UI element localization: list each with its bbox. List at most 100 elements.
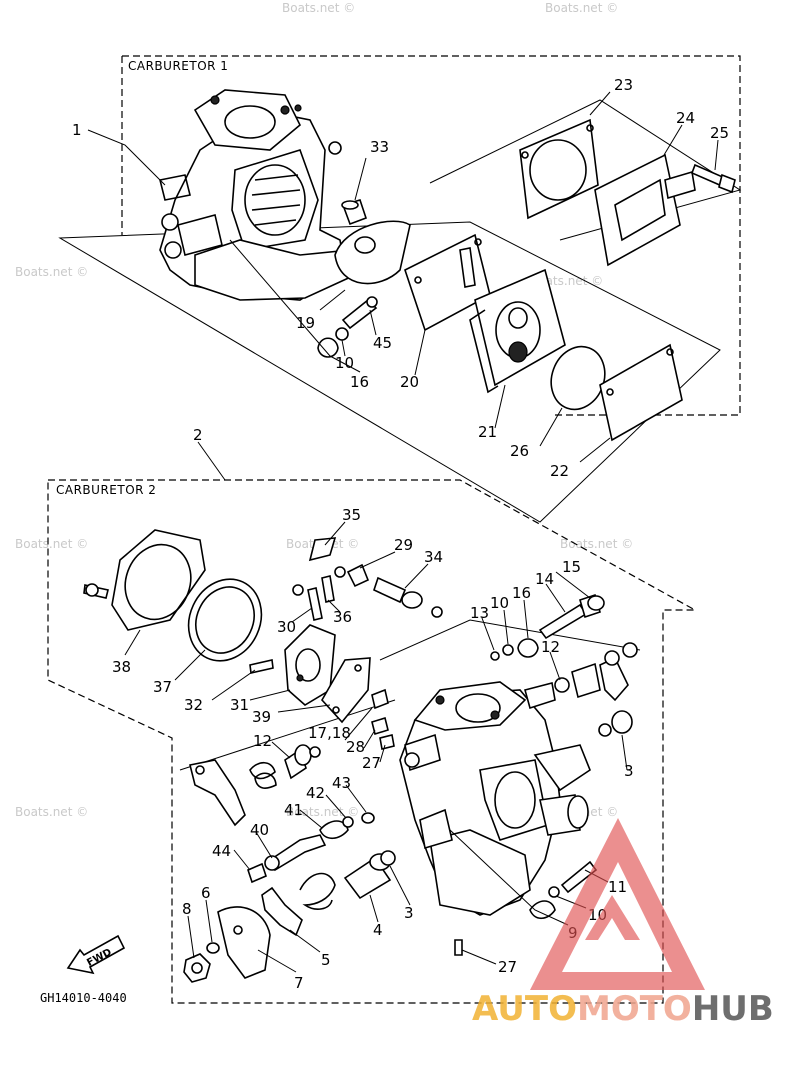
callout-10: 10 [490, 594, 509, 612]
callout-16: 16 [350, 373, 369, 391]
part-40-shaft [264, 834, 327, 872]
callout-39: 39 [252, 708, 271, 726]
part-13-ring [490, 651, 500, 661]
callout-33: 33 [370, 138, 389, 156]
carburetor-2-outline [47, 479, 696, 1004]
part-41-spring [319, 820, 349, 840]
exploded-plane-lower [58, 221, 721, 523]
part-21-pump-body [469, 268, 566, 394]
part-6-washer [206, 942, 220, 954]
brand-logo: AUTOMOTOHUB [472, 818, 774, 1029]
callout-31: 31 [230, 696, 249, 714]
part-12-collar [284, 744, 321, 780]
part-42-washer [342, 816, 354, 828]
part-10-washer [502, 644, 514, 656]
linkage-right [554, 642, 638, 702]
part-35-lever [308, 537, 337, 562]
part-7-plate [217, 906, 271, 979]
callout-12: 12 [541, 638, 560, 656]
callout-41: 41 [284, 801, 303, 819]
carburetor-1-title: CARBURETOR 1 [128, 59, 228, 73]
callout-4: 4 [373, 921, 383, 939]
callout-2: 2 [193, 426, 203, 444]
part-37-diaphragm [187, 578, 263, 662]
part-10-washer-right [548, 886, 560, 898]
callout-24: 24 [676, 109, 695, 127]
part-36-pin [321, 575, 335, 603]
callout-10: 10 [335, 354, 354, 372]
part-38-cover [83, 529, 206, 631]
brand-wordmark: AUTOMOTOHUB [472, 989, 774, 1029]
carburetor-2-group: CARBURETOR 2 2 [47, 426, 696, 1004]
callout-6: 6 [201, 884, 211, 902]
part-43-ring [361, 812, 375, 824]
callout-8: 8 [182, 900, 192, 918]
callout-25: 25 [710, 124, 729, 142]
callout-21: 21 [478, 423, 497, 441]
carburetor-1-body [159, 89, 356, 301]
callout-38: 38 [112, 658, 131, 676]
callout-42: 42 [306, 784, 325, 802]
part-16-spring [317, 337, 339, 358]
part-3-ring [380, 850, 396, 866]
part-3-bush [598, 710, 633, 737]
part-19-diaphragm [334, 220, 411, 285]
part-27-screw-lower [454, 939, 463, 956]
callout-11: 11 [608, 878, 627, 896]
watermark: Boats.net © [545, 1, 618, 15]
part-32-screw [249, 659, 274, 674]
part-15-cap [587, 595, 605, 611]
part-5-lever [261, 886, 303, 937]
carburetor-1-group: CARBURETOR 1 [58, 55, 742, 523]
callout-36: 36 [333, 608, 352, 626]
logo-inner-icon [585, 895, 640, 940]
callout-7: 7 [294, 974, 304, 992]
callout-12: 12 [253, 732, 272, 750]
carburetor-2-title: CARBURETOR 2 [56, 483, 156, 497]
callout-35: 35 [342, 506, 361, 524]
callout-20: 20 [400, 373, 419, 391]
callout-5: 5 [321, 951, 331, 969]
callout-26: 26 [510, 442, 529, 460]
part-16-spring [517, 638, 539, 658]
callout-23: 23 [614, 76, 633, 94]
callout-28: 28 [346, 738, 365, 756]
part-25-screw [690, 163, 736, 194]
part-44-cap [247, 862, 267, 884]
fwd-arrow: FWD [66, 934, 126, 975]
part-28-screw [371, 716, 389, 736]
callout-32: 32 [184, 696, 203, 714]
callout-16: 16 [512, 584, 531, 602]
callout-14: 14 [535, 570, 554, 588]
watermark: Boats.net © [286, 805, 359, 819]
part-22-cover [599, 343, 683, 442]
callout-19: 19 [296, 314, 315, 332]
part-39-gasket [321, 657, 371, 724]
part-spring-left [249, 761, 277, 789]
callout-13: 13 [470, 604, 489, 622]
part-23-gasket [519, 118, 599, 220]
callout-40: 40 [250, 821, 269, 839]
drawing-code: GH14010-4040 [40, 991, 127, 1005]
part-27-screw [379, 734, 395, 750]
part-8-nut [183, 953, 211, 983]
carburetor-2-body [399, 681, 591, 916]
callout-30: 30 [277, 618, 296, 636]
callout-43: 43 [332, 774, 351, 792]
part-9-spring [529, 900, 556, 920]
callout-34: 34 [424, 548, 443, 566]
watermark: Boats.net © [560, 537, 633, 551]
callout-45: 45 [373, 334, 392, 352]
part-10-ring [335, 327, 349, 341]
part-17-18-screw [371, 688, 389, 710]
watermark: Boats.net © [282, 1, 355, 15]
callout-15: 15 [562, 558, 581, 576]
part-29-fitting [334, 563, 370, 588]
part-spring-lower [299, 872, 336, 910]
callout-1: 1 [72, 121, 82, 139]
part-30-pin [307, 587, 323, 621]
part-45-needle [341, 296, 378, 330]
callout-27: 27 [362, 754, 381, 772]
logo-triangle-icon [530, 818, 705, 990]
